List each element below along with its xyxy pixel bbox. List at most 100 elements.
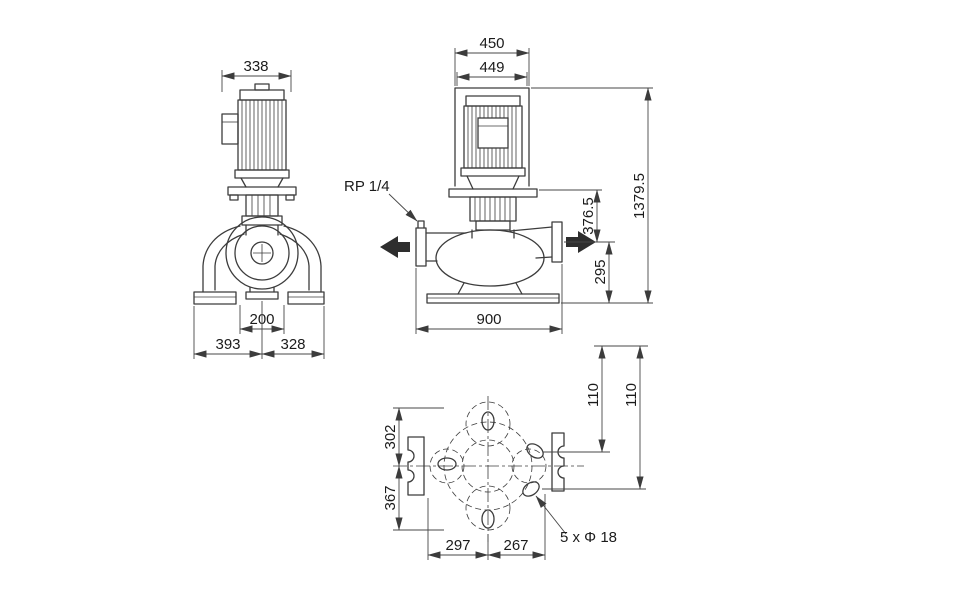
- coupling-guard: [469, 196, 517, 222]
- guard-slots: [474, 197, 511, 221]
- discharge-flange: [551, 221, 563, 263]
- dim-110b-label: 110: [623, 383, 640, 407]
- side-motor: [448, 95, 538, 239]
- pump-head-plate: [448, 188, 538, 198]
- guard-slots: [251, 195, 271, 216]
- bolt-hole-right-upper: [526, 443, 544, 459]
- coupling-guard: [245, 194, 279, 217]
- bolt-holes: [437, 411, 544, 529]
- base-plate: [426, 293, 560, 304]
- dim-1379-label: 1379.5: [631, 173, 648, 219]
- lantern: [240, 177, 284, 188]
- dim-900-extensions: [415, 264, 563, 334]
- dim-297-label: 297: [445, 537, 470, 554]
- dim-376-label: 376.5: [580, 197, 597, 235]
- front-casing: [193, 216, 325, 305]
- pedestal: [457, 282, 523, 295]
- center-support: [249, 286, 275, 293]
- dim-449: 449: [456, 59, 528, 86]
- left-dim-extensions: [393, 407, 444, 531]
- fan-cover: [465, 95, 521, 107]
- dim-338-label: 338: [243, 58, 268, 75]
- front-view: 338 200 393 328: [193, 58, 325, 359]
- height-dims: 376.5 295 1379.5: [531, 87, 653, 304]
- dim-367-label: 367: [382, 485, 399, 510]
- left-foot: [193, 291, 237, 305]
- flow-arrow-left: [380, 236, 410, 258]
- dim-110-pair: 110 110: [542, 345, 648, 490]
- bolt-hole-bottom: [481, 509, 495, 529]
- right-boss-outline: [511, 448, 547, 484]
- hub-crosshair: [253, 244, 271, 262]
- right-dim-extensions: [542, 345, 648, 490]
- motor-bracket-frame: [454, 87, 530, 187]
- right-pipe-outer: [283, 225, 322, 293]
- holes-leader: [535, 495, 567, 535]
- gauge-port: [417, 220, 425, 229]
- terminal-box: [221, 113, 239, 145]
- suction-pipe: [425, 232, 467, 262]
- left-boss-outline: [429, 448, 465, 484]
- terminal-box: [477, 117, 509, 149]
- head-foot-right: [285, 194, 295, 201]
- motor-base: [234, 169, 290, 179]
- left-base-flange: [407, 436, 425, 496]
- hub: [250, 241, 274, 265]
- head-foot-left: [229, 194, 239, 201]
- pump-head-plate: [227, 186, 297, 196]
- dim-450-label: 450: [479, 35, 504, 52]
- dim-328-label: 328: [280, 336, 305, 353]
- dim-449-label: 449: [479, 59, 504, 76]
- volute-outer: [225, 216, 299, 290]
- dim-900-label: 900: [476, 311, 501, 328]
- dim-297-267: 297 267: [427, 494, 546, 560]
- dim-110a-label: 110: [585, 383, 602, 407]
- casing-inner-outline: [461, 439, 515, 493]
- dim-295-label: 295: [592, 259, 609, 284]
- thread-leader: [388, 193, 418, 222]
- side-casing: [380, 220, 596, 304]
- height-extensions: [531, 87, 653, 304]
- dim-338: 338: [221, 58, 292, 92]
- discharge-pipe: [509, 226, 553, 259]
- right-foot: [287, 291, 325, 305]
- motor-top-stub: [254, 83, 270, 91]
- front-motor: [221, 83, 297, 226]
- dim-900: 900: [415, 264, 563, 334]
- dim-450: 450: [454, 35, 530, 86]
- thread-label: RP 1/4: [344, 178, 390, 195]
- seal-housing: [241, 215, 283, 226]
- holes-callout: 5 x Φ 18: [535, 495, 617, 546]
- center-pad: [245, 291, 279, 300]
- base-flanges: [407, 432, 565, 496]
- seal-housing: [475, 220, 511, 231]
- dim-393-328: 393 328: [193, 301, 325, 359]
- dim-302-367: 302 367: [382, 407, 444, 531]
- dim-393-label: 393: [215, 336, 240, 353]
- bolt-hole-top: [481, 411, 495, 431]
- plan-view: 302 367 110 110 297 267 5 x Φ 18: [382, 345, 648, 560]
- motor-fins: [241, 100, 283, 170]
- dim-267-label: 267: [503, 537, 528, 554]
- top-flange-outline: [465, 401, 511, 447]
- left-pipe-inner: [214, 233, 245, 291]
- holes-label: 5 x Φ 18: [560, 529, 617, 546]
- casing-neck: [245, 224, 279, 236]
- right-pipe-inner: [279, 233, 310, 291]
- side-view: RP 1/4 450 449 900 376.5 295: [344, 35, 653, 334]
- thread-callout: RP 1/4: [344, 178, 418, 222]
- bottom-flange-outline: [465, 485, 511, 531]
- left-pipe-outer: [202, 225, 241, 293]
- dim-393-extensions: [193, 301, 325, 359]
- bolt-hole-right-lower: [522, 481, 540, 497]
- right-base-flange: [551, 432, 565, 492]
- suction-flange: [415, 227, 427, 267]
- lantern: [466, 175, 520, 190]
- volute-inner: [234, 225, 290, 281]
- dim-302-label: 302: [382, 424, 399, 449]
- motor-base: [460, 167, 526, 177]
- volute-body: [435, 229, 545, 287]
- bolt-hole-left: [437, 457, 457, 471]
